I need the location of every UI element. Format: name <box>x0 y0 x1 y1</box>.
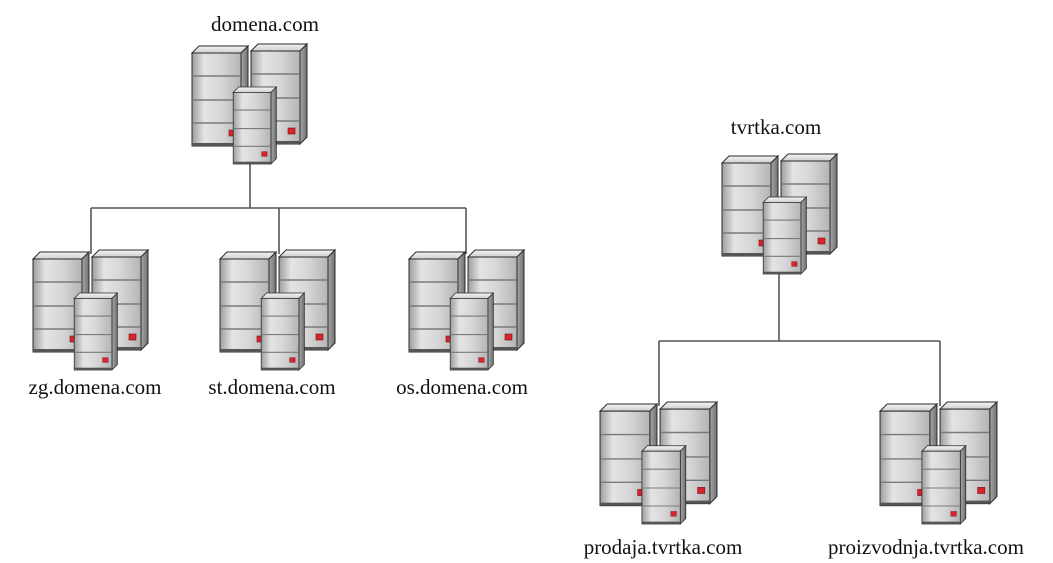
connector-lines <box>90 160 467 254</box>
tree-tvrtka: tvrtka.com prodaja.tvrtka.com proizvodnj… <box>584 115 1024 559</box>
server-cluster-icon <box>192 44 307 164</box>
node-label-child: st.domena.com <box>208 375 335 399</box>
connector-lines <box>658 268 941 406</box>
child-node-zg: zg.domena.com <box>29 250 162 399</box>
node-label-root: domena.com <box>211 12 319 36</box>
child-node-proizvodnja: proizvodnja.tvrtka.com <box>828 402 1024 559</box>
node-label-child: zg.domena.com <box>29 375 162 399</box>
node-label-child: prodaja.tvrtka.com <box>584 535 743 559</box>
root-node-domena: domena.com <box>192 12 319 164</box>
node-label-child: os.domena.com <box>396 375 528 399</box>
child-node-os: os.domena.com <box>396 250 528 399</box>
server-cluster-icon <box>409 250 524 370</box>
server-cluster-icon <box>33 250 148 370</box>
server-cluster-icon <box>722 154 837 274</box>
child-node-prodaja: prodaja.tvrtka.com <box>584 402 743 559</box>
node-label-child: proizvodnja.tvrtka.com <box>828 535 1024 559</box>
server-cluster-icon <box>880 402 997 524</box>
server-cluster-icon <box>600 402 717 524</box>
tree-domena: domena.com zg.domena.com st.domena.com o… <box>29 12 528 399</box>
child-node-st: st.domena.com <box>208 250 336 399</box>
server-cluster-icon <box>220 250 335 370</box>
node-label-root: tvrtka.com <box>731 115 821 139</box>
root-node-tvrtka: tvrtka.com <box>722 115 837 274</box>
